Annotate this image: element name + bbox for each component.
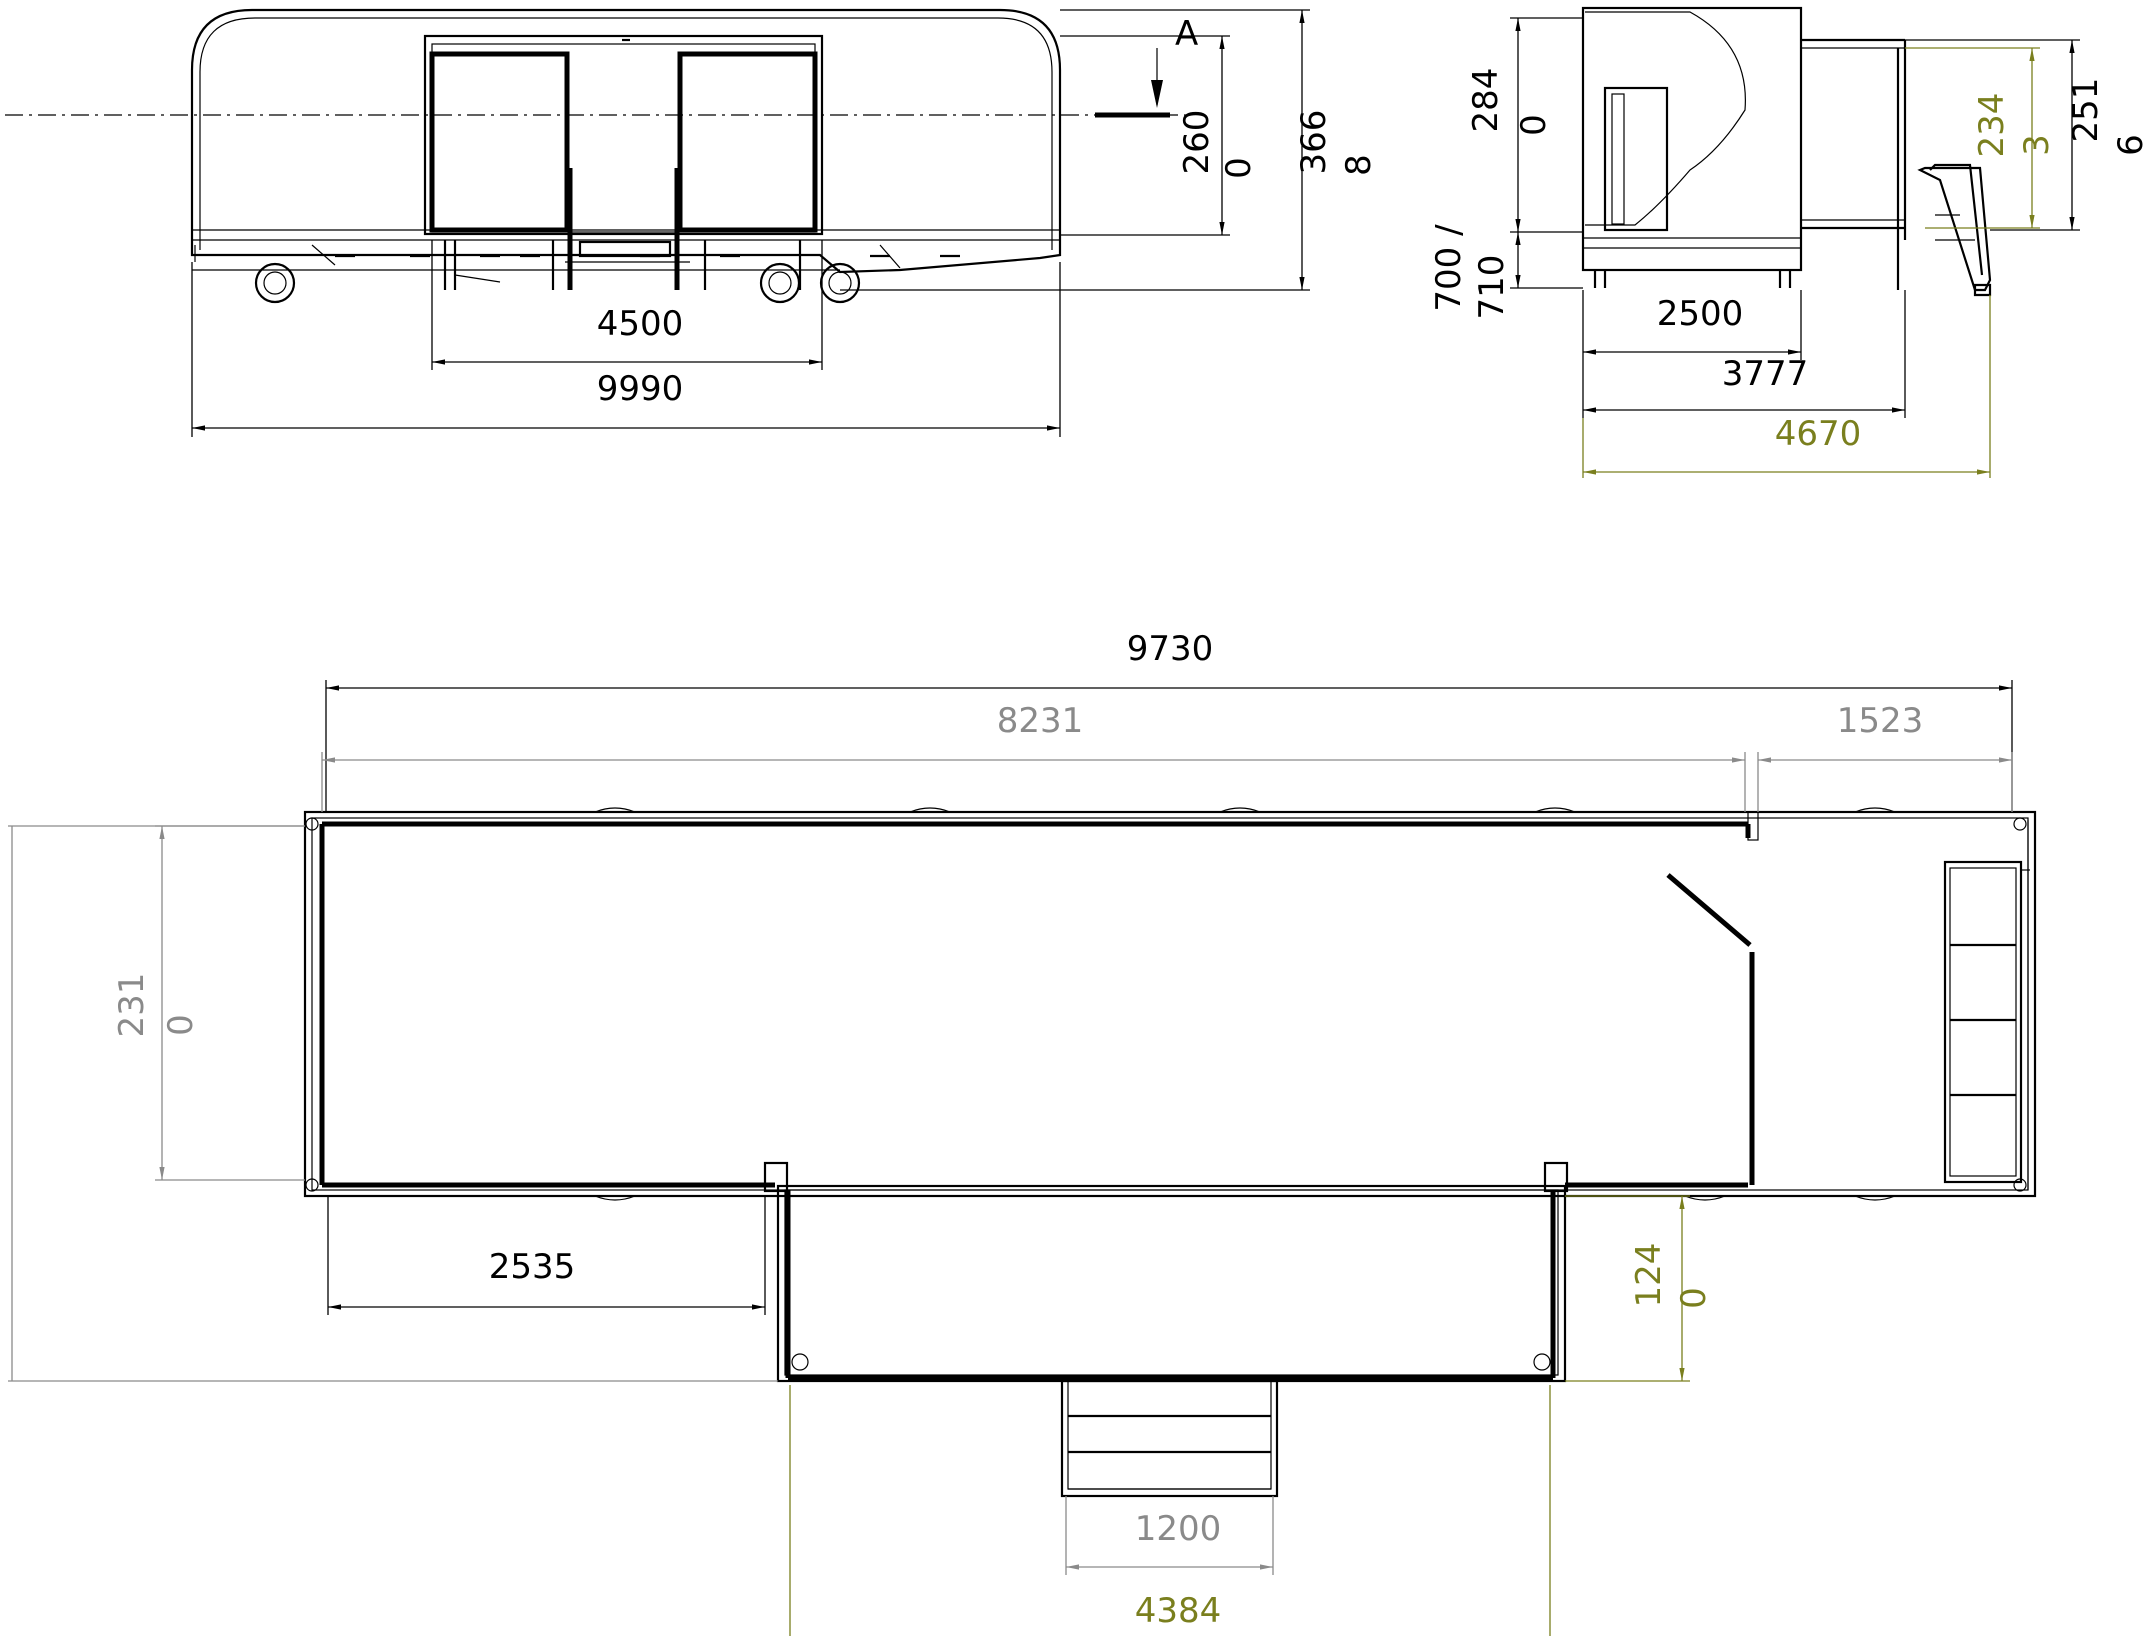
plan-fixtures [305, 807, 2027, 1201]
svg-text:2535: 2535 [489, 1247, 576, 1287]
svg-text:0: 0 [1674, 1287, 1714, 1309]
svg-text:700 /: 700 / [1429, 224, 1469, 312]
side-view: A 4500 9990 260 0 366 8 [5, 8, 1379, 437]
svg-text:3: 3 [2017, 134, 2057, 156]
plan-interior-door [1666, 873, 1752, 947]
svg-text:9990: 9990 [597, 369, 684, 409]
plan-extension [763, 1161, 1569, 1498]
svg-text:366: 366 [1294, 110, 1334, 175]
svg-text:4670: 4670 [1775, 414, 1862, 454]
plan-view: 9730 8231 1523 231 0 2535 124 0 [8, 629, 2037, 1636]
svg-text:260: 260 [1177, 110, 1217, 175]
svg-text:9730: 9730 [1127, 629, 1214, 669]
svg-text:2500: 2500 [1657, 294, 1744, 334]
end-section-cut [1585, 11, 1746, 226]
wheels [254, 262, 861, 304]
chassis-details [311, 244, 960, 269]
end-stair [1917, 166, 1992, 292]
wheel-front [254, 262, 296, 304]
wheel-rear-2 [819, 262, 861, 304]
svg-text:8: 8 [1339, 154, 1379, 176]
svg-text:3777: 3777 [1722, 354, 1809, 394]
svg-text:710: 710 [1472, 255, 1512, 320]
trailer-body-outline [190, 8, 1062, 274]
svg-text:1200: 1200 [1135, 1509, 1222, 1549]
section-arrow-head [1151, 80, 1163, 108]
end-door [1603, 86, 1669, 232]
end-body-outline [1581, 6, 1803, 272]
svg-text:124: 124 [1629, 1243, 1669, 1308]
svg-text:231: 231 [112, 973, 152, 1038]
svg-text:234: 234 [1972, 93, 2012, 158]
plan-front-stair [1060, 1379, 1279, 1498]
svg-text:284: 284 [1466, 68, 1506, 133]
plan-rear-stair [1943, 820, 2030, 1190]
end-view: 284 0 700 / 710 2500 3777 4670 234 3 251 [1429, 6, 2149, 478]
svg-text:0: 0 [1514, 114, 1554, 136]
section-label: A [1175, 14, 1198, 54]
svg-text:0: 0 [1219, 157, 1259, 179]
svg-text:0: 0 [161, 1014, 201, 1036]
svg-text:4500: 4500 [597, 304, 684, 344]
svg-text:1523: 1523 [1837, 701, 1924, 741]
svg-text:6: 6 [2111, 134, 2149, 156]
body-inner-outline [199, 17, 1053, 250]
side-door-frame [423, 34, 824, 290]
support-legs [443, 240, 802, 290]
svg-text:8231: 8231 [997, 701, 1084, 741]
end-extension [1801, 38, 1992, 297]
svg-text:251: 251 [2066, 78, 2106, 143]
plan-body-outline [303, 810, 2037, 1198]
svg-text:4384: 4384 [1135, 1591, 1222, 1631]
